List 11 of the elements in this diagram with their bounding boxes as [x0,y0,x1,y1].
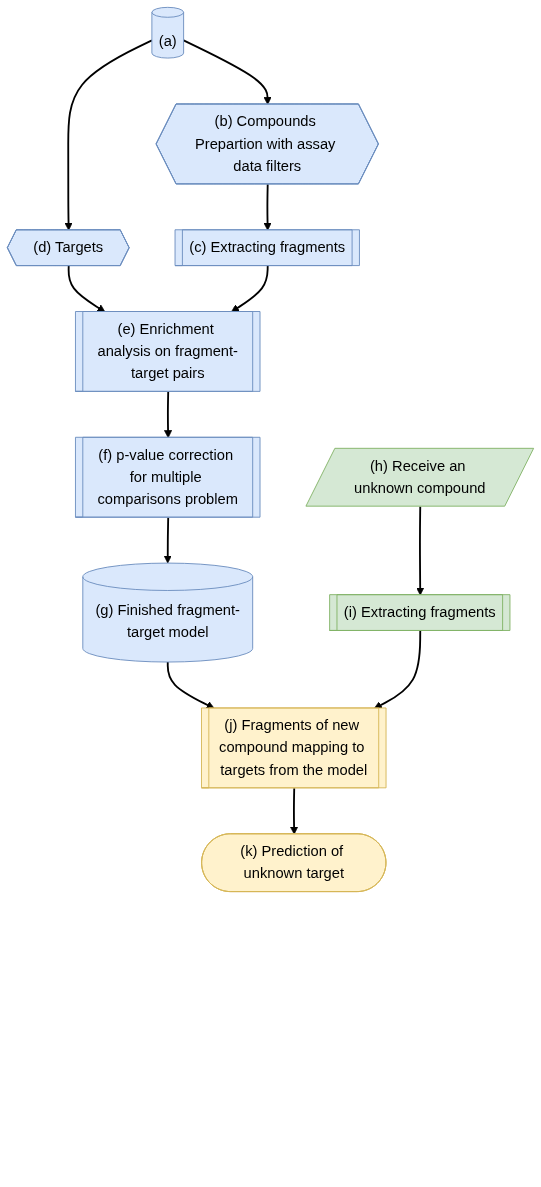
arrow [67,265,106,313]
arrow [64,39,153,231]
arrow [373,630,422,709]
arrow [263,183,272,231]
arrow [164,390,173,439]
arrow [290,787,299,835]
arrow [163,516,172,564]
arrow [182,39,272,105]
arrow [166,661,215,709]
arrow [231,265,269,313]
arrow [416,505,425,596]
